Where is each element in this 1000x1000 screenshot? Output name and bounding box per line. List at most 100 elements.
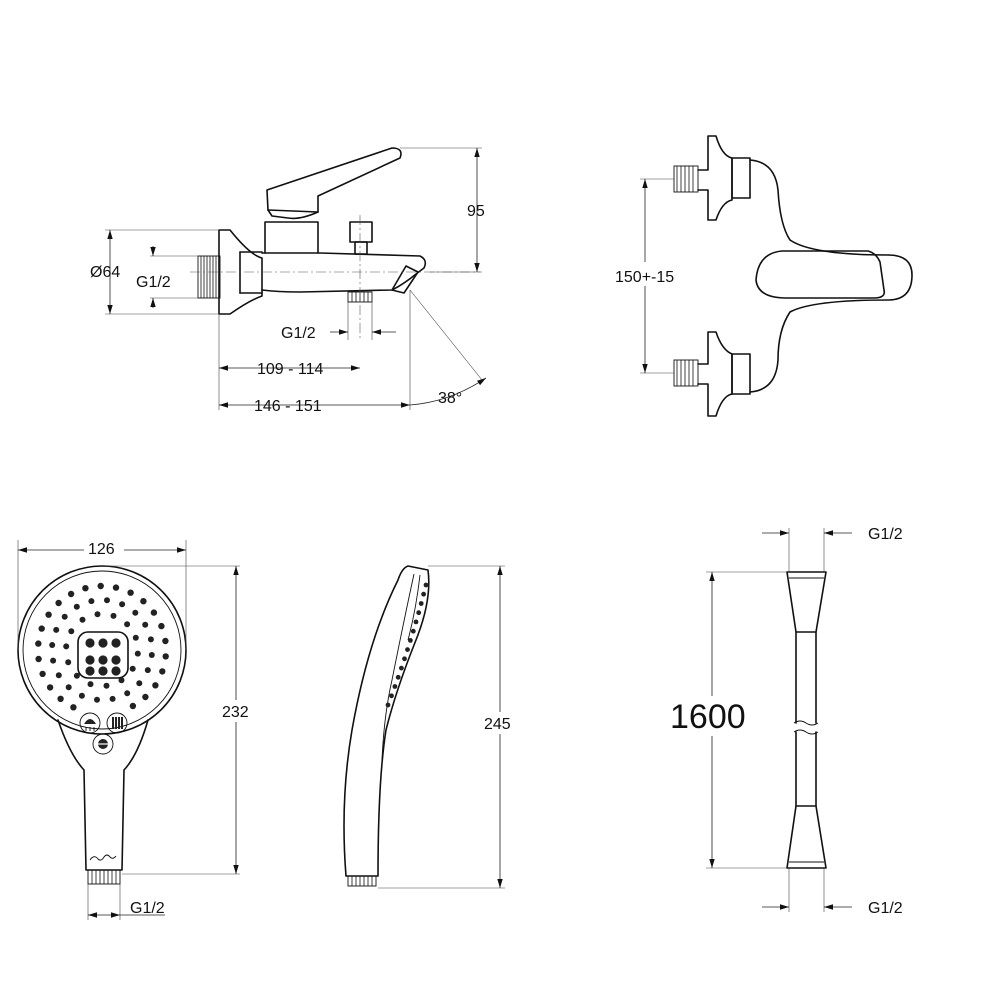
spray-hole	[104, 597, 110, 604]
spray-hole	[73, 672, 80, 679]
spray-hole	[49, 642, 56, 648]
spray-hole	[124, 690, 131, 697]
spray-hole	[142, 693, 149, 701]
dim-handshower-thread: G1/2	[130, 900, 165, 917]
mixer-side-view: 150+-15	[612, 135, 913, 417]
diverter-knob	[349, 221, 373, 255]
spray-hole	[132, 634, 139, 641]
spray-hole	[159, 668, 166, 675]
side-nozzle	[416, 610, 422, 616]
spray-hole	[140, 598, 147, 605]
massage-spray-icon	[112, 717, 123, 729]
side-nozzle	[423, 582, 429, 588]
spray-hole	[79, 616, 86, 623]
mixer-inlet-thread	[197, 255, 221, 299]
center-nozzle	[98, 655, 108, 665]
spray-hole	[129, 665, 136, 672]
side-nozzle	[418, 601, 424, 606]
mixer-escutcheon	[218, 229, 263, 315]
side-nozzle	[395, 674, 401, 680]
spray-hole	[97, 582, 104, 590]
spray-hole	[67, 590, 75, 598]
spray-hole	[55, 672, 62, 679]
spray-hole	[45, 611, 52, 618]
spray-hole	[57, 695, 64, 702]
side-top-eccentric	[673, 135, 751, 221]
mixer-lever	[266, 147, 402, 220]
center-nozzle	[111, 655, 121, 665]
center-nozzle	[111, 638, 121, 648]
spray-hole	[129, 702, 137, 710]
mist-spray-icon	[97, 739, 109, 749]
spray-hole	[70, 704, 77, 711]
side-nozzle	[410, 628, 416, 634]
spray-hole	[63, 643, 70, 650]
mode-button-rain[interactable]	[79, 712, 101, 734]
spray-hole	[110, 612, 117, 619]
spray-hole	[118, 677, 125, 684]
dim-spout-angle: 38°	[438, 390, 462, 407]
center-nozzle	[85, 655, 95, 665]
spray-hole	[94, 611, 101, 618]
spray-hole	[78, 692, 85, 699]
spray-hole	[35, 655, 42, 663]
handshower-front-view: 126 232 G1/2	[17, 538, 254, 920]
spray-hole	[53, 626, 60, 633]
spray-hole	[87, 681, 94, 688]
dim-lever-height: 95	[467, 203, 485, 220]
side-nozzle	[405, 647, 410, 652]
spray-hole	[55, 599, 62, 607]
spray-hole	[94, 696, 100, 703]
spray-hole	[119, 601, 126, 608]
spray-hole	[132, 609, 139, 616]
side-nozzle	[392, 684, 398, 689]
spray-hole	[65, 659, 72, 666]
handshower-side-profile	[343, 565, 430, 877]
side-nozzle	[408, 638, 413, 643]
spray-hole	[68, 628, 75, 635]
spray-hole	[46, 684, 54, 691]
spray-hole	[38, 625, 45, 632]
shower-hose: G1/2 1600 G1/2	[668, 526, 903, 917]
brand-signature	[89, 854, 117, 861]
spray-hole	[162, 637, 169, 645]
spray-hole	[112, 584, 120, 591]
mixer-body	[261, 252, 427, 293]
center-nozzle	[85, 666, 95, 676]
spray-hole	[103, 682, 110, 689]
spray-hole	[150, 609, 158, 616]
spray-hole	[35, 640, 42, 647]
spray-hole	[144, 667, 151, 674]
spray-face-inner	[22, 570, 182, 730]
dim-outlet-thread: G1/2	[281, 325, 316, 342]
mixer-front-view: Ø64 G1/2 95 G1/2 109 - 114 146 - 151 38°	[90, 147, 487, 415]
dim-inlet-thread: G1/2	[136, 274, 171, 291]
center-nozzle	[98, 666, 108, 676]
handshower-side-view: 245	[343, 565, 518, 889]
center-nozzle	[98, 638, 108, 648]
center-nozzle-pad	[77, 631, 129, 679]
dim-body-diameter: Ø64	[90, 264, 120, 281]
spray-hole	[88, 598, 95, 605]
spray-hole	[134, 650, 141, 657]
side-nozzle	[399, 665, 404, 671]
mode-button-massage[interactable]	[106, 712, 128, 734]
spray-hole	[147, 636, 154, 643]
side-nozzle	[413, 619, 419, 625]
center-nozzle	[111, 666, 121, 676]
spray-hole	[136, 680, 143, 687]
dim-spout-depth: 146 - 151	[254, 398, 322, 415]
spray-hole	[124, 621, 131, 628]
mode-button-mist[interactable]	[92, 733, 114, 755]
spray-hole	[109, 695, 116, 702]
spray-hole	[158, 622, 165, 630]
spray-hole	[142, 621, 149, 628]
side-nozzle	[421, 591, 426, 597]
spray-hole	[162, 653, 169, 660]
dim-hose-bottom-thread: G1/2	[868, 900, 903, 917]
spray-hole	[152, 682, 159, 689]
dim-hose-length: 1600	[670, 698, 746, 736]
spray-hole	[61, 613, 68, 620]
center-nozzle	[85, 638, 95, 648]
